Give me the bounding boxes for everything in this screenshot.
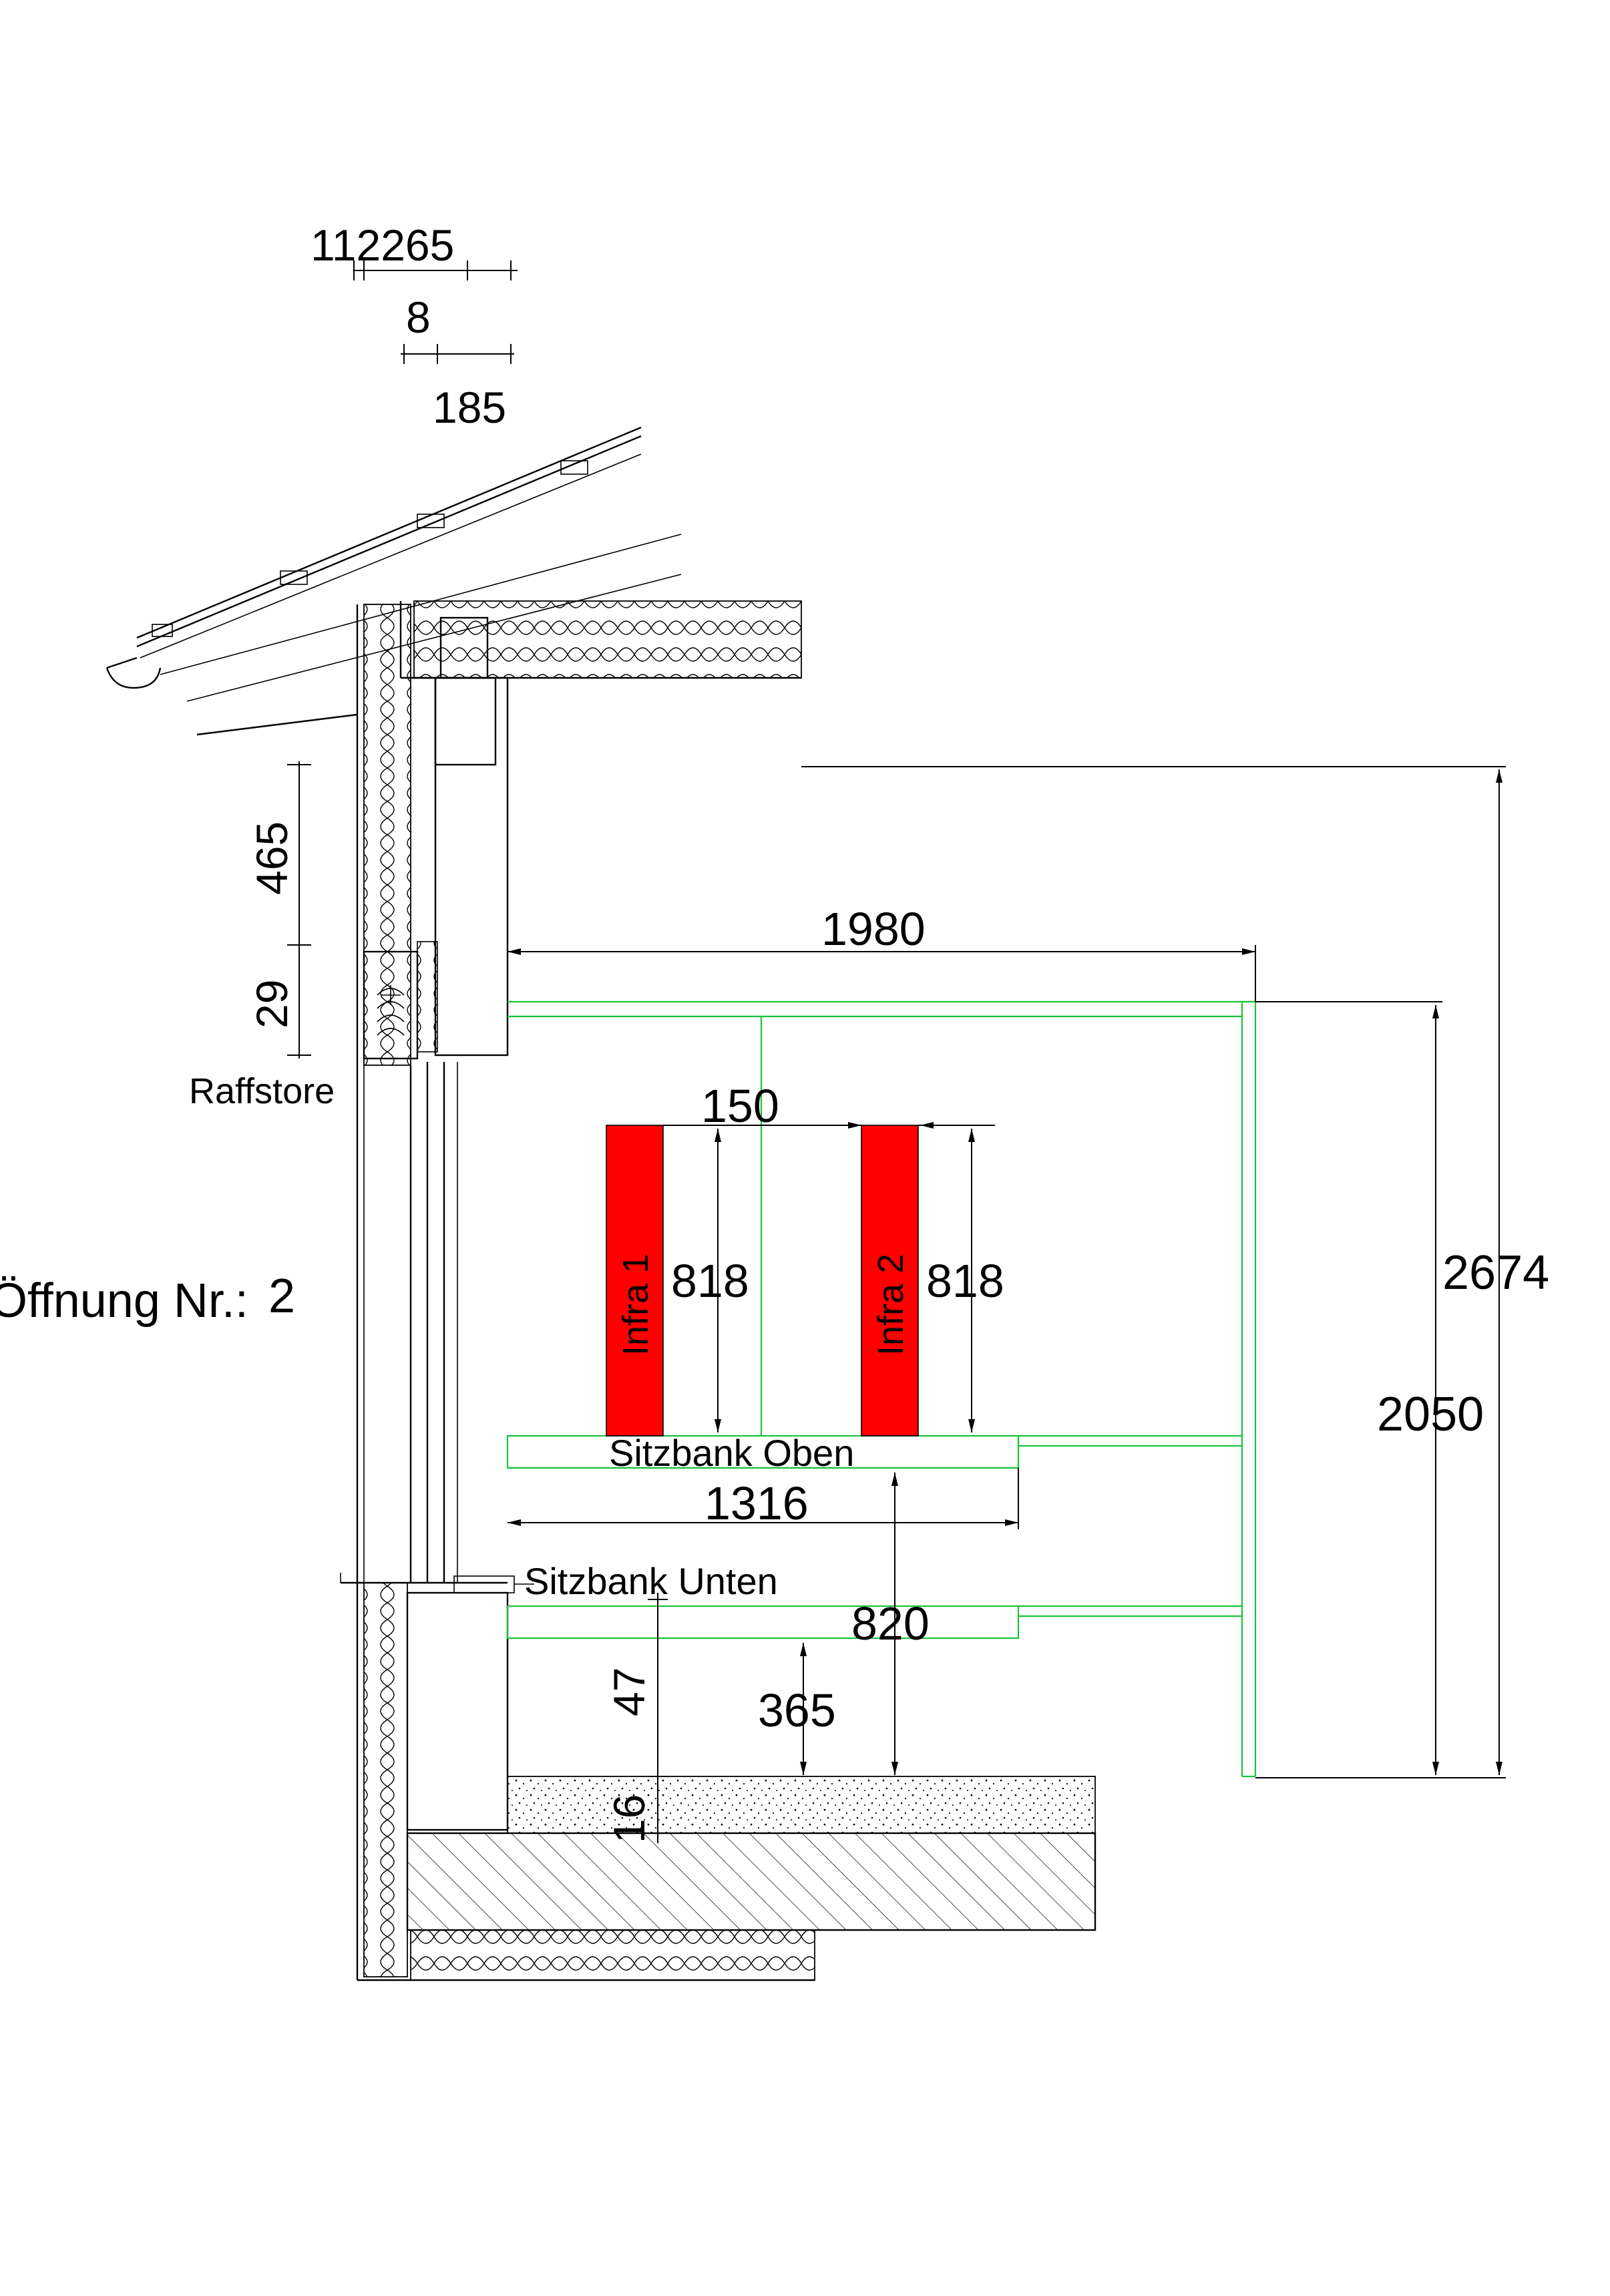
dim-heater-1-height: 818 [671, 1255, 749, 1307]
exterior-wall [340, 601, 534, 1980]
heater-2-label: Infra 2 [871, 1254, 911, 1356]
opening-number: 2 [268, 1270, 295, 1323]
infrared-heater-1: Infra 1 [606, 1125, 664, 1437]
sauna-cabin [506, 1000, 1257, 1778]
dim-raffstore-box: 465 [247, 821, 296, 895]
floor-construction [357, 1776, 1096, 1981]
dim-roof-mid: 8 [406, 293, 431, 342]
roof-construction [106, 426, 802, 736]
annotations: Raffstore Öffnung Nr.: 2 Sitzbank Oben S… [0, 1071, 854, 1602]
dim-heater-2-height: 818 [926, 1255, 1004, 1307]
dim-raffstore-gap: 29 [247, 980, 296, 1028]
dim-roof-top: 112265 [311, 220, 454, 270]
roof-dimensions: 112265 8 185 [311, 220, 518, 432]
dim-upper-bench-depth: 1316 [705, 1477, 809, 1529]
dim-roof-bottom: 185 [433, 383, 506, 432]
heater-1-label: Infra 1 [616, 1254, 656, 1356]
dimension-lines: 465 29 1980 150 818 818 2674 2050 1316 8… [247, 761, 1549, 1843]
dim-heater-gap: 150 [701, 1080, 779, 1132]
dim-room-height: 2674 [1442, 1246, 1549, 1300]
dim-cabin-depth: 1980 [821, 903, 926, 955]
raffstore-label: Raffstore [189, 1071, 335, 1111]
dim-upper-bench-height: 820 [851, 1597, 930, 1650]
dim-floor-layer: 16 [604, 1794, 654, 1843]
dim-lower-bench-height: 365 [758, 1684, 836, 1736]
bench-lower-label: Sitzbank Unten [524, 1560, 778, 1602]
bench-upper-label: Sitzbank Oben [609, 1432, 854, 1474]
dim-sill-height: 47 [604, 1668, 654, 1716]
infrared-heater-2: Infra 2 [861, 1125, 919, 1437]
opening-label: Öffnung Nr.: [0, 1274, 248, 1328]
dim-cabin-height: 2050 [1377, 1388, 1484, 1441]
